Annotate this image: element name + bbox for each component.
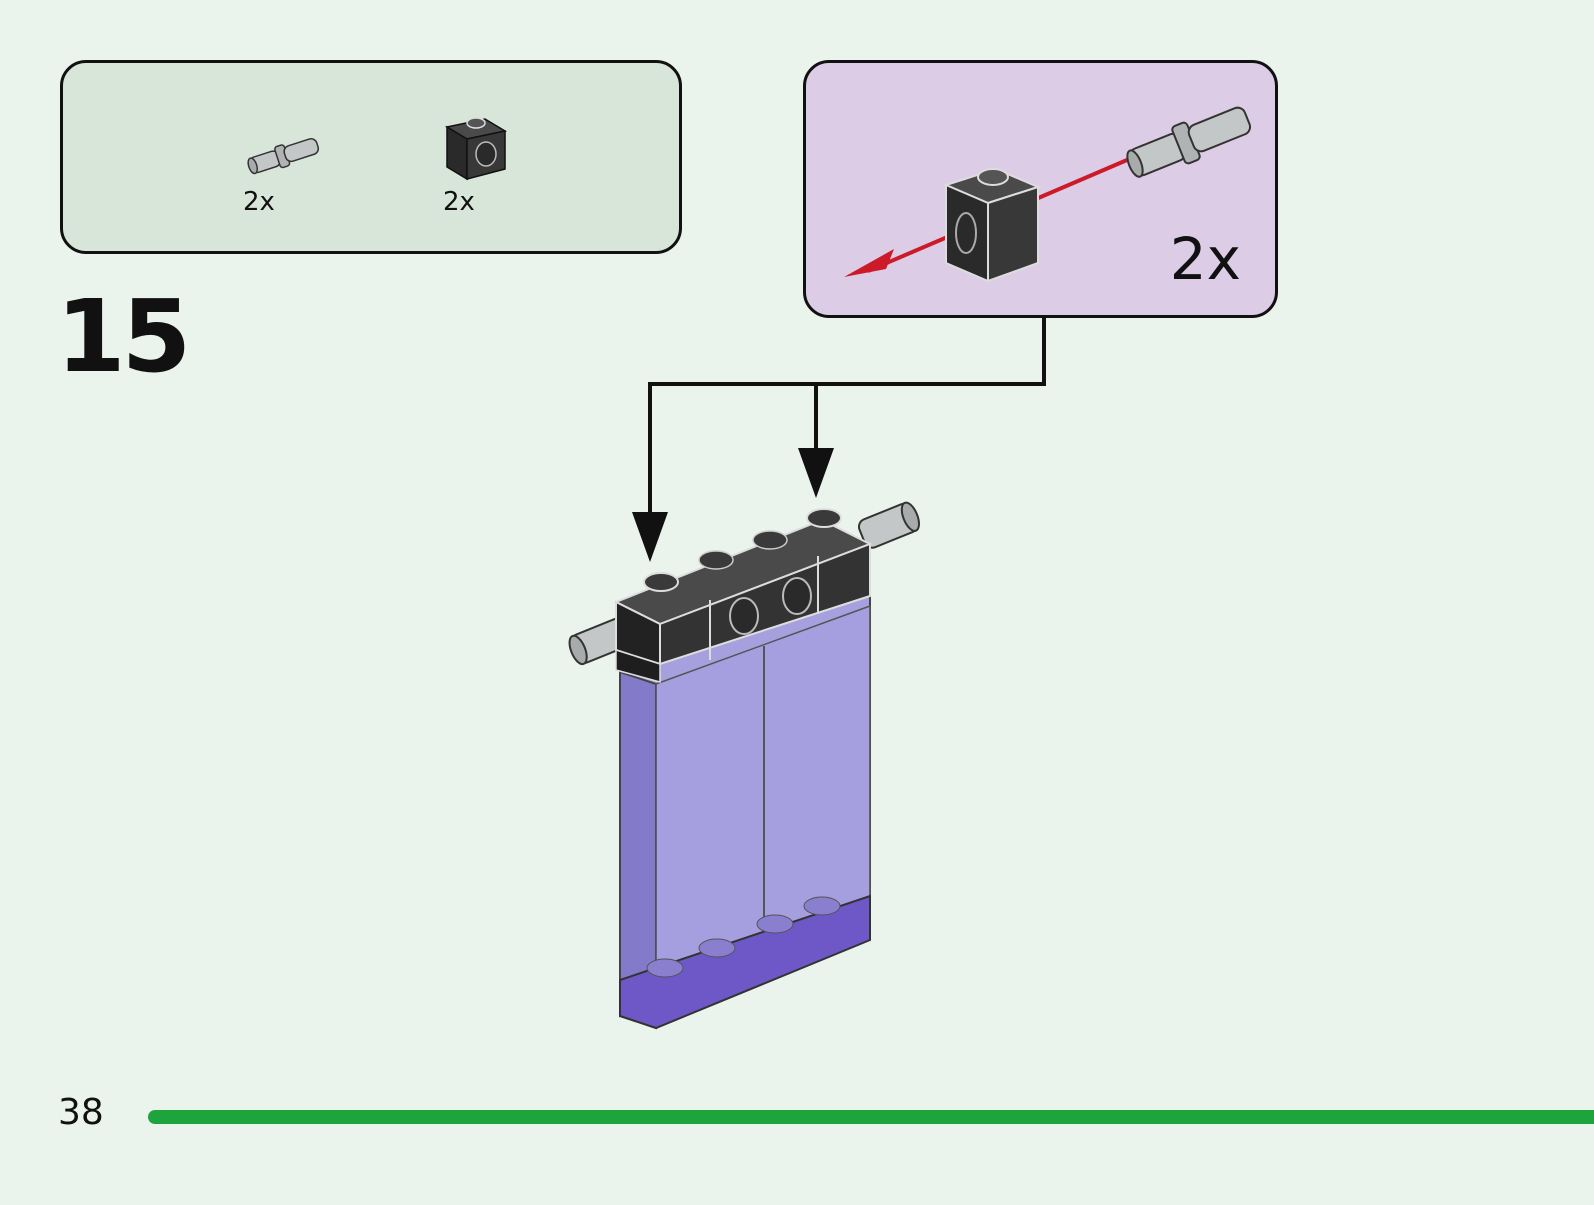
- subassembly-count: 2x: [1169, 225, 1241, 293]
- page-number: 38: [58, 1092, 104, 1133]
- technic-pin-icon: [1126, 106, 1252, 178]
- subassembly-diagram: [844, 106, 1252, 283]
- technic-pin-icon: [247, 138, 320, 175]
- connector-arrow-right: [798, 448, 834, 498]
- technic-bricks-row: [613, 508, 873, 683]
- step-number: 15: [56, 278, 191, 395]
- technic-brick-icon: [444, 117, 508, 181]
- footer-line: [148, 1110, 1594, 1124]
- connector-lines: [648, 318, 1046, 520]
- technic-brick-icon: [943, 167, 1041, 283]
- trans-purple-panel: [619, 586, 871, 1030]
- subassembly-box: 2x: [803, 60, 1278, 318]
- technic-pin-right: [857, 501, 920, 549]
- pin-count: 2x: [243, 187, 275, 217]
- insert-arrow-head: [844, 249, 894, 277]
- connector-arrow-left: [632, 512, 668, 562]
- brick-count: 2x: [443, 187, 475, 217]
- parts-list-box: 2x 2x: [60, 60, 682, 254]
